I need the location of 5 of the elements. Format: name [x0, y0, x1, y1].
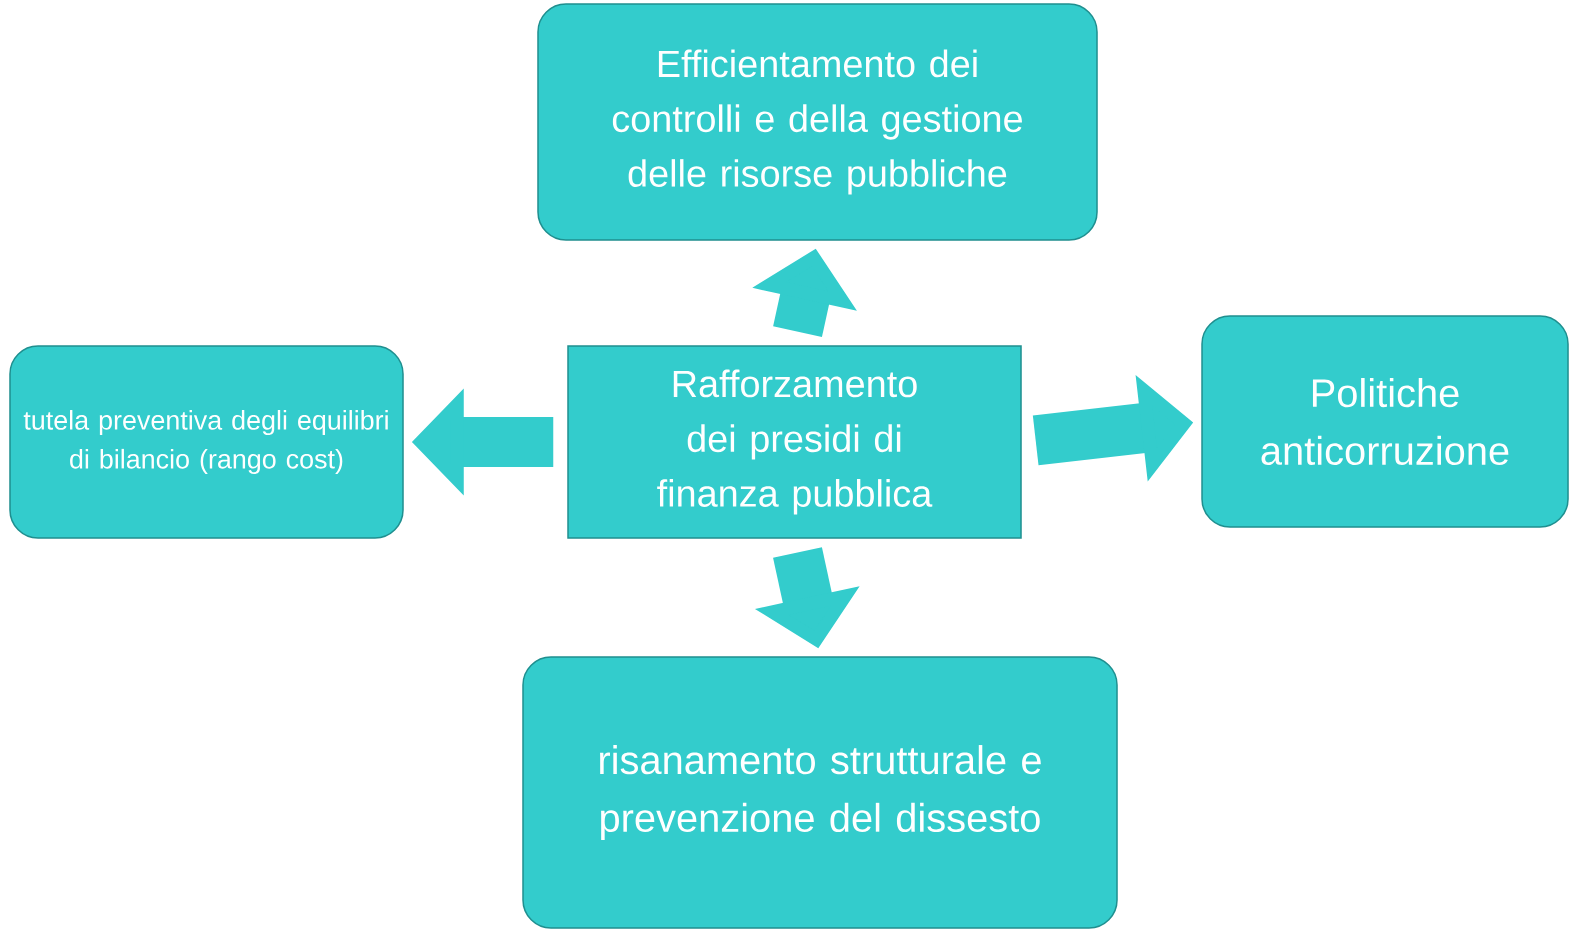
process-box: Politiche anticorruzione: [1201, 315, 1569, 528]
process-box: tutela preventiva degli equilibri di bilancio (rango cost): [9, 345, 404, 539]
process-box: risanamento strutturale e prevenzione del dissesto: [522, 656, 1118, 929]
process-box: Rafforzamento dei presidi di finanza pubblica: [567, 345, 1022, 539]
process-box: Efficientamento dei controlli e della gestione delle risorse pubbliche: [537, 3, 1098, 241]
